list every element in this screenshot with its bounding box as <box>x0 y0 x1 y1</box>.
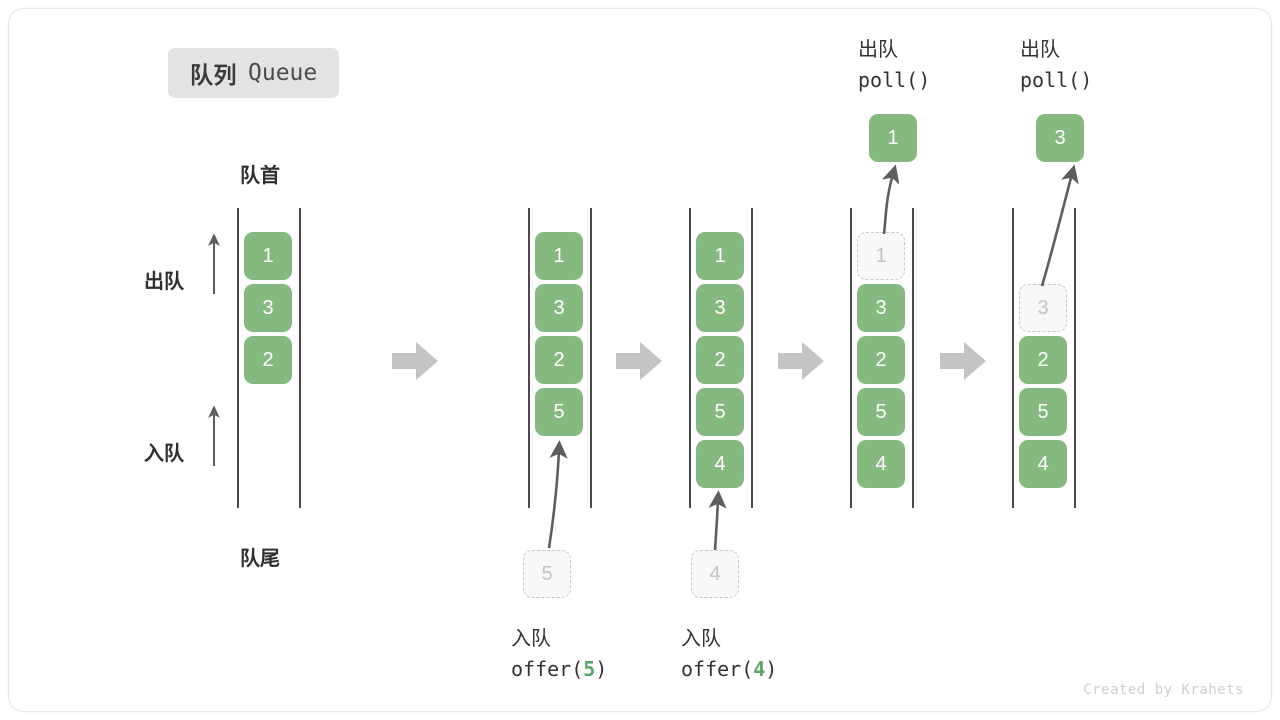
polled-element: 3 <box>1036 114 1084 162</box>
poll-caption-cn: 出队 <box>858 39 898 61</box>
code-arg: 5 <box>583 657 596 681</box>
queue-element: 1 <box>696 232 744 280</box>
dequeue-direction-arrow <box>208 233 220 294</box>
stage-caption-code: offer(5) <box>511 657 607 681</box>
incoming-element-ghost: 5 <box>523 550 571 598</box>
queue-element: 5 <box>696 388 744 436</box>
queue-rail-right-3 <box>912 208 914 508</box>
title-badge: 队列 Queue <box>168 48 340 98</box>
queue-element-new: 5 <box>535 388 583 436</box>
enqueue-direction-label: 入队 <box>144 443 184 465</box>
queue-element: 3 <box>696 284 744 332</box>
credit-text: Created by Krahets <box>1083 682 1244 698</box>
queue-element: 2 <box>535 336 583 384</box>
poll-caption-code: poll() <box>858 68 931 92</box>
dequeue-arrow <box>1040 164 1079 287</box>
queue-element: 4 <box>857 440 905 488</box>
code-arg: 4 <box>753 657 766 681</box>
code-suffix: ) <box>595 657 608 681</box>
queue-rail-left-2 <box>689 208 691 508</box>
enqueue-direction-arrow <box>208 405 220 466</box>
poll-caption-cn: 出队 <box>1020 39 1060 61</box>
stage-separator-icon <box>616 342 662 380</box>
queue-element: 2 <box>1019 336 1067 384</box>
enqueue-arrow <box>547 440 568 549</box>
queue-element: 1 <box>244 232 292 280</box>
queue-rail-right-2 <box>751 208 753 508</box>
stage-separator-icon <box>778 342 824 380</box>
dequeue-arrow <box>881 164 900 235</box>
queue-element: 5 <box>857 388 905 436</box>
queue-tail-label: 队尾 <box>240 548 280 570</box>
queue-element: 3 <box>244 284 292 332</box>
code-prefix: offer( <box>511 657 584 681</box>
polled-element: 1 <box>869 114 917 162</box>
title-english: Queue <box>248 60 318 86</box>
stage-caption-code: offer(4) <box>681 657 777 681</box>
removed-element-ghost: 1 <box>857 232 905 280</box>
queue-element: 4 <box>1019 440 1067 488</box>
queue-rail-left-0 <box>237 208 239 508</box>
queue-head-label: 队首 <box>240 165 280 187</box>
stage-caption-cn: 入队 <box>681 628 721 650</box>
stage-separator-icon <box>392 342 438 380</box>
queue-element: 3 <box>535 284 583 332</box>
queue-element-new: 4 <box>696 440 744 488</box>
queue-element: 5 <box>1019 388 1067 436</box>
queue-rail-right-1 <box>590 208 592 508</box>
removed-element-ghost: 3 <box>1019 284 1067 332</box>
queue-rail-right-4 <box>1074 208 1076 508</box>
title-chinese: 队列 <box>190 62 237 88</box>
dequeue-direction-label: 出队 <box>144 271 184 293</box>
poll-caption-code: poll() <box>1020 68 1093 92</box>
queue-rail-left-4 <box>1012 208 1014 508</box>
stage-caption-cn: 入队 <box>511 628 551 650</box>
enqueue-arrow <box>708 490 727 551</box>
queue-element: 3 <box>857 284 905 332</box>
queue-rail-left-1 <box>528 208 530 508</box>
queue-rail-left-3 <box>850 208 852 508</box>
queue-element: 2 <box>857 336 905 384</box>
code-prefix: offer( <box>681 657 754 681</box>
code-suffix: ) <box>765 657 778 681</box>
queue-rail-right-0 <box>299 208 301 508</box>
queue-element: 2 <box>244 336 292 384</box>
incoming-element-ghost: 4 <box>691 550 739 598</box>
queue-element: 1 <box>535 232 583 280</box>
stage-separator-icon <box>940 342 986 380</box>
queue-element: 2 <box>696 336 744 384</box>
